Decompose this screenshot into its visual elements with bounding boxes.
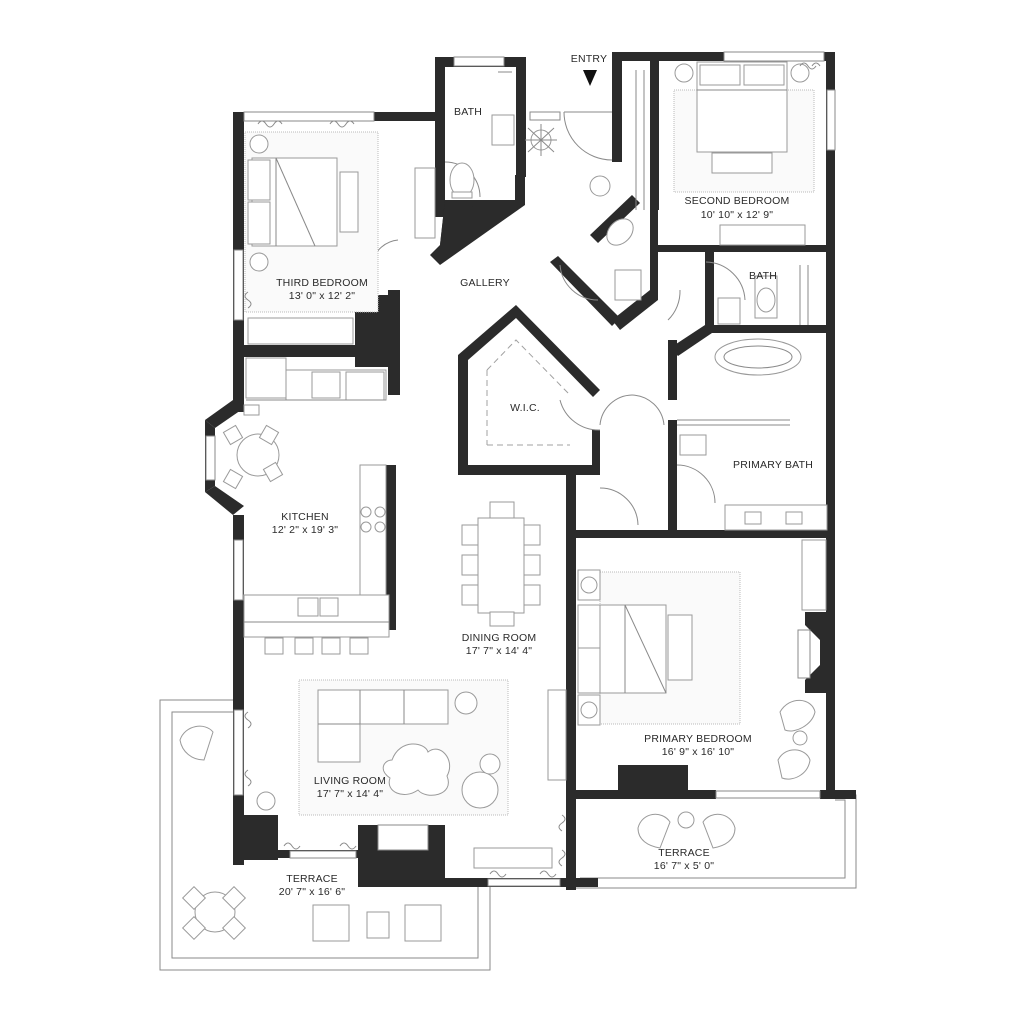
wic-label: W.I.C.: [510, 402, 540, 414]
window-curtains: [244, 62, 821, 878]
terrace-west-label: TERRACE: [286, 873, 338, 885]
living-furniture: [256, 679, 553, 869]
living-room-label: LIVING ROOM: [314, 775, 386, 787]
gallery-label: GALLERY: [460, 277, 510, 289]
kitchen-furniture: [222, 357, 390, 655]
terrace-east-furniture: [637, 811, 736, 849]
living-room-size: 17' 7" x 14' 4": [317, 788, 383, 800]
third-bedroom-label: THIRD BEDROOM: [276, 277, 368, 289]
plant-icon: [525, 124, 611, 197]
wic-shelving: [486, 339, 571, 446]
primary-bath-label: PRIMARY BATH: [733, 459, 813, 471]
terrace-east-size: 16' 7" x 5' 0": [654, 860, 714, 872]
second-bedroom-furniture: [635, 61, 815, 246]
doors: [371, 111, 746, 526]
entry-arrow-icon: [583, 70, 597, 86]
bath-small-label: BATH: [454, 106, 482, 118]
kitchen-label: KITCHEN: [281, 511, 329, 523]
primary-bedroom-label: PRIMARY BEDROOM: [644, 733, 752, 745]
third-bedroom-furniture: [244, 131, 436, 345]
primary-bedroom-size: 16' 9" x 16' 10": [662, 746, 735, 758]
second-bedroom-size: 10' 10" x 12' 9": [701, 209, 774, 221]
terrace-west-size: 20' 7" x 16' 6": [279, 886, 345, 898]
second-bedroom-label: SECOND BEDROOM: [685, 195, 790, 207]
second-bath-fixtures: [606, 218, 809, 325]
entry-label: ENTRY: [571, 53, 607, 65]
terrace-east-label: TERRACE: [658, 847, 710, 859]
third-bedroom-size: 13' 0" x 12' 2": [289, 290, 355, 302]
primary-bedroom-furniture: [577, 539, 827, 780]
primary-bath-fixtures: [677, 338, 828, 531]
dining-room-size: 17' 7" x 14' 4": [466, 645, 532, 657]
windows: [205, 51, 836, 887]
dining-room-label: DINING ROOM: [462, 632, 537, 644]
bath-second-label: BATH: [749, 270, 777, 282]
terrace-west-outline: [159, 699, 491, 971]
kitchen-size: 12' 2" x 19' 3": [272, 524, 338, 536]
dining-furniture: [461, 501, 567, 781]
terrace-west-furniture: [179, 725, 442, 942]
bath-small-fixtures: [449, 71, 515, 199]
